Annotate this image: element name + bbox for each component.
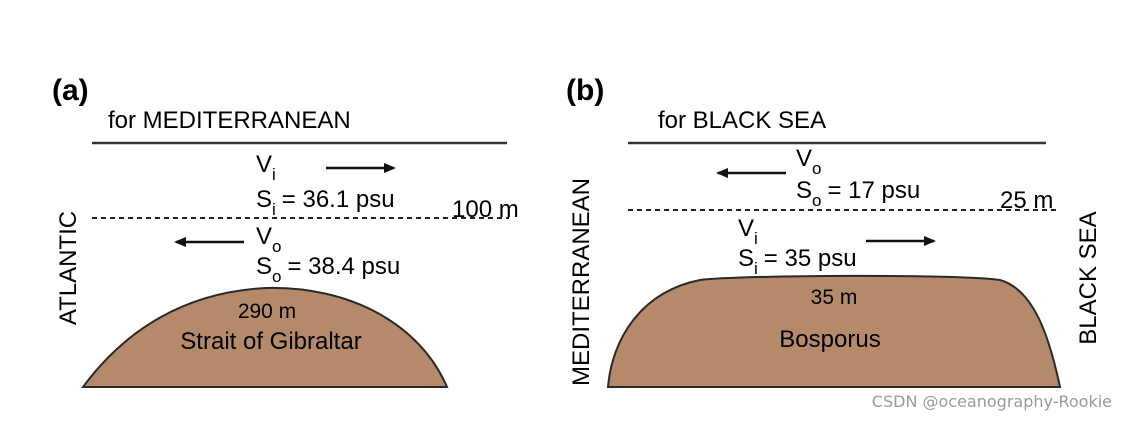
svg-text:So= 17 psu: So = 17 psu: [796, 177, 920, 210]
outflow-velocity-subscript-a: o: [272, 237, 281, 256]
inflow-salinity-value-a: = 36.1 psu: [282, 186, 395, 213]
inflow-velocity-subscript-a: i: [272, 165, 276, 184]
outflow-salinity-value-b: = 17 psu: [827, 177, 920, 204]
panel-a: (a) for MEDITERRANEAN Vi Si = 36.1 psu 10…: [52, 74, 519, 388]
svg-text:So= 38.4 psu: So = 38.4 psu: [256, 253, 400, 286]
panel-b: (b) for BLACK SEA Vo So= 17 psu 25 m Vi …: [566, 74, 1102, 388]
inflow-velocity-subscript-b: i: [754, 229, 758, 248]
outflow-salinity-subscript-a: o: [272, 267, 281, 286]
outflow-salinity-symbol-b: S: [796, 177, 812, 204]
inflow-salinity-subscript-a: i: [272, 200, 276, 219]
svg-text:Vo: Vo: [796, 145, 821, 178]
watermark-text: CSDN @oceanography-Rookie: [871, 392, 1112, 411]
inflow-salinity-value-b: = 35 psu: [764, 245, 857, 272]
inflow-salinity-symbol-a: S: [256, 186, 272, 213]
sill-depth-label-b: 35 m: [811, 286, 858, 309]
inflow-velocity-symbol-a: V: [256, 151, 272, 178]
gibraltar-sill-shape: [81, 286, 449, 388]
sill-name-label-a: Strait of Gibraltar: [180, 328, 361, 355]
panel-b-label: (b): [566, 74, 604, 107]
bosporus-sill-shape: [606, 274, 1062, 388]
svg-text:Si= 35 psu: Si = 35 psu: [738, 245, 857, 278]
inflow-velocity-symbol-b: V: [738, 215, 754, 242]
inflow-salinity-subscript-b: i: [754, 259, 758, 278]
panel-a-heading: for MEDITERRANEAN: [108, 107, 351, 134]
inflow-salinity-symbol-b: S: [738, 245, 754, 272]
atlantic-side-label: ATLANTIC: [55, 211, 82, 325]
svg-text:Vo: Vo: [256, 223, 281, 256]
outflow-velocity-subscript-b: o: [812, 159, 821, 178]
mediterranean-side-label: MEDITERRANEAN: [568, 178, 595, 386]
sill-depth-label-a: 290 m: [238, 300, 296, 323]
outflow-salinity-subscript-b: o: [812, 191, 821, 210]
interface-depth-label-a: 100 m: [452, 196, 519, 223]
outflow-velocity-symbol-a: V: [256, 223, 272, 250]
panel-b-heading: for BLACK SEA: [658, 107, 826, 134]
panel-a-label: (a): [52, 74, 89, 107]
sill-name-label-b: Bosporus: [779, 326, 880, 353]
outflow-velocity-symbol-b: V: [796, 145, 812, 172]
svg-text:Si= 36.1 psu: Si = 36.1 psu: [256, 186, 395, 219]
svg-text:Vi: Vi: [256, 151, 276, 184]
interface-depth-label-b: 25 m: [1000, 187, 1053, 214]
outflow-salinity-symbol-a: S: [256, 253, 272, 280]
black-sea-side-label: BLACK SEA: [1075, 211, 1102, 344]
svg-text:Vi: Vi: [738, 215, 758, 248]
outflow-salinity-value-a: = 38.4 psu: [287, 253, 400, 280]
